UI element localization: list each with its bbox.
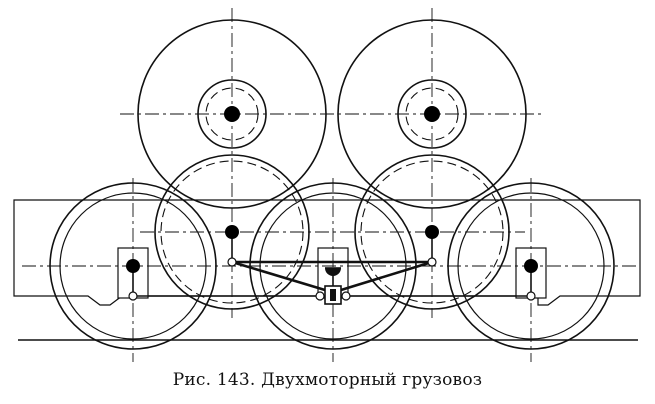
hub-motor-left [224, 106, 240, 122]
pin-left-top [227, 257, 237, 267]
hub-gear-left [225, 225, 239, 239]
hub-wheel-left [126, 259, 140, 273]
hub-motor-right [424, 106, 440, 122]
pin-right-bottom [526, 291, 536, 301]
figure-caption: Рис. 143. Двухмоторный грузовоз [172, 370, 483, 390]
hub-gear-right [425, 225, 439, 239]
central-spring-core [330, 289, 336, 301]
pin-right-top [427, 257, 437, 267]
equalizer-levers [231, 260, 433, 292]
hub-wheel-right [524, 259, 538, 273]
pin-center-left [315, 291, 325, 301]
pin-center-right [341, 291, 351, 301]
pin-left-bottom [128, 291, 138, 301]
central-hanger [325, 268, 341, 276]
